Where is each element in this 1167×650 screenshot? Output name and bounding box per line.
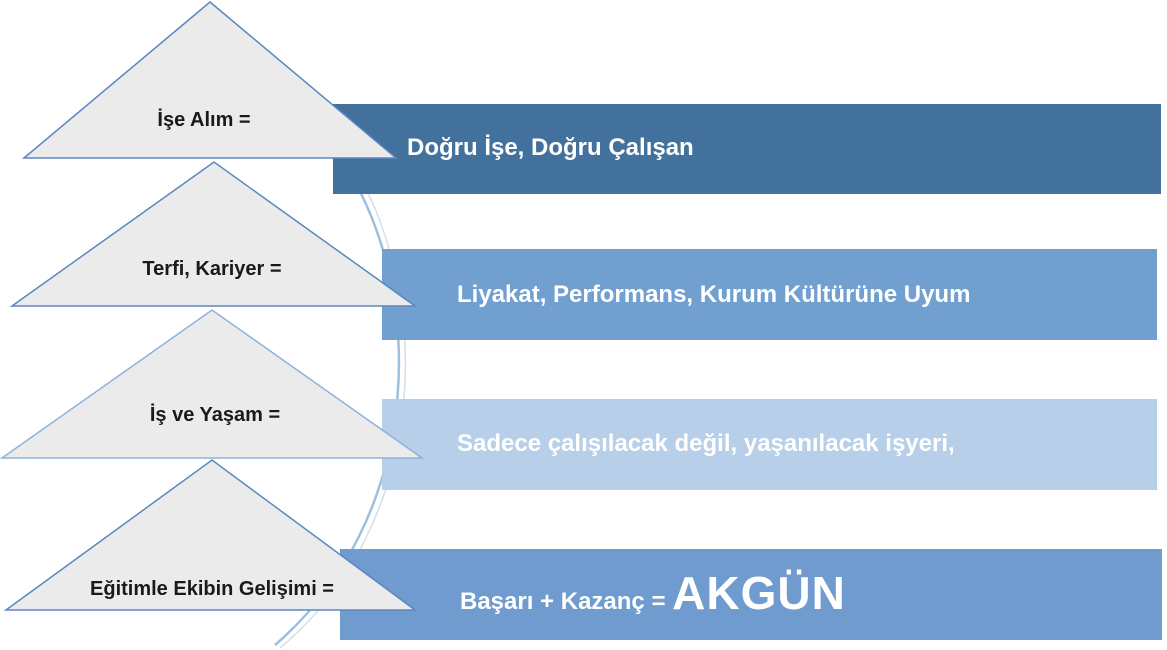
level-2-description: Liyakat, Performans, Kurum Kültürüne Uyu… xyxy=(457,281,971,308)
level-1-description: Doğru İşe, Doğru Çalışan xyxy=(407,134,694,161)
level-4-description: Başarı + Kazanç = AKGÜN xyxy=(460,566,846,620)
level-2-label: Terfi, Kariyer = xyxy=(142,258,282,280)
level-3-label: İş ve Yaşam = xyxy=(149,404,281,426)
level-4-bar xyxy=(340,549,1162,640)
level-4-description-text: Başarı + Kazanç = xyxy=(460,588,666,615)
level-4-triangle xyxy=(3,459,418,611)
level-3-bar xyxy=(382,399,1157,490)
level-2-bar xyxy=(382,249,1157,340)
level-1-bar xyxy=(333,104,1161,194)
level-1-triangle xyxy=(21,1,399,159)
company-name: AKGÜN xyxy=(672,567,846,619)
level-1-label: İşe Alım = xyxy=(157,109,251,131)
level-3-triangle xyxy=(0,309,425,459)
level-4-label: Eğitimle Ekibin Gelişimi = xyxy=(90,578,334,600)
level-2-triangle xyxy=(9,161,418,307)
level-3-description: Sadece çalışılacak değil, yaşanılacak iş… xyxy=(457,430,955,457)
